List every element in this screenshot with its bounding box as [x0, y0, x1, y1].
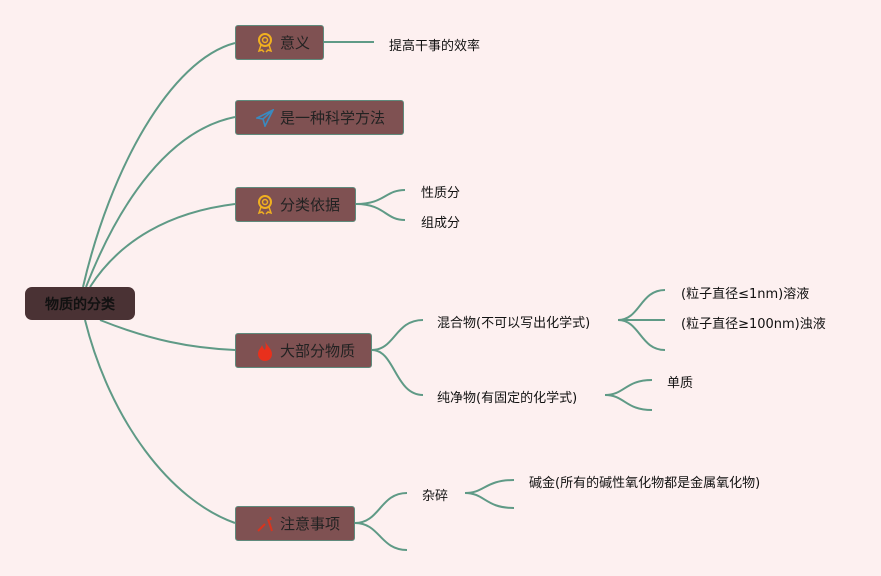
- award-icon: [254, 32, 276, 54]
- fire-icon: [254, 340, 276, 362]
- branch-label: 意义: [280, 34, 311, 52]
- branch-most-matter[interactable]: 大部分物质: [235, 333, 372, 368]
- branch-notes[interactable]: 注意事项: [235, 506, 355, 541]
- branch-scientific-method[interactable]: 是一种科学方法: [235, 100, 404, 135]
- branch-label: 是一种科学方法: [280, 109, 386, 127]
- leaf-by-property[interactable]: 性质分: [421, 186, 461, 201]
- branch-meaning[interactable]: 意义: [235, 25, 324, 60]
- leaf-alkali-oxides[interactable]: 碱金(所有的碱性氧化物都是金属氧化物): [529, 476, 761, 491]
- leaf-pure-substance[interactable]: 纯净物(有固定的化学式): [437, 391, 578, 406]
- leaf-efficiency[interactable]: 提高干事的效率: [389, 39, 481, 54]
- tools-icon: [254, 513, 276, 535]
- branch-label: 注意事项: [280, 515, 341, 533]
- branch-label: 大部分物质: [280, 342, 356, 360]
- award-icon: [254, 194, 276, 216]
- leaf-by-composition[interactable]: 组成分: [421, 216, 461, 231]
- leaf-misc[interactable]: 杂碎: [422, 489, 449, 504]
- paper-plane-icon: [254, 107, 276, 129]
- root-node[interactable]: 物质的分类: [25, 287, 135, 320]
- branch-label: 分类依据: [280, 196, 341, 214]
- leaf-suspension[interactable]: (粒子直径≥100nm)浊液: [681, 317, 826, 332]
- leaf-element[interactable]: 单质: [667, 376, 694, 391]
- branch-classification-basis[interactable]: 分类依据: [235, 187, 356, 222]
- leaf-solution[interactable]: (粒子直径≤1nm)溶液: [681, 287, 810, 302]
- leaf-mixture[interactable]: 混合物(不可以写出化学式): [437, 316, 591, 331]
